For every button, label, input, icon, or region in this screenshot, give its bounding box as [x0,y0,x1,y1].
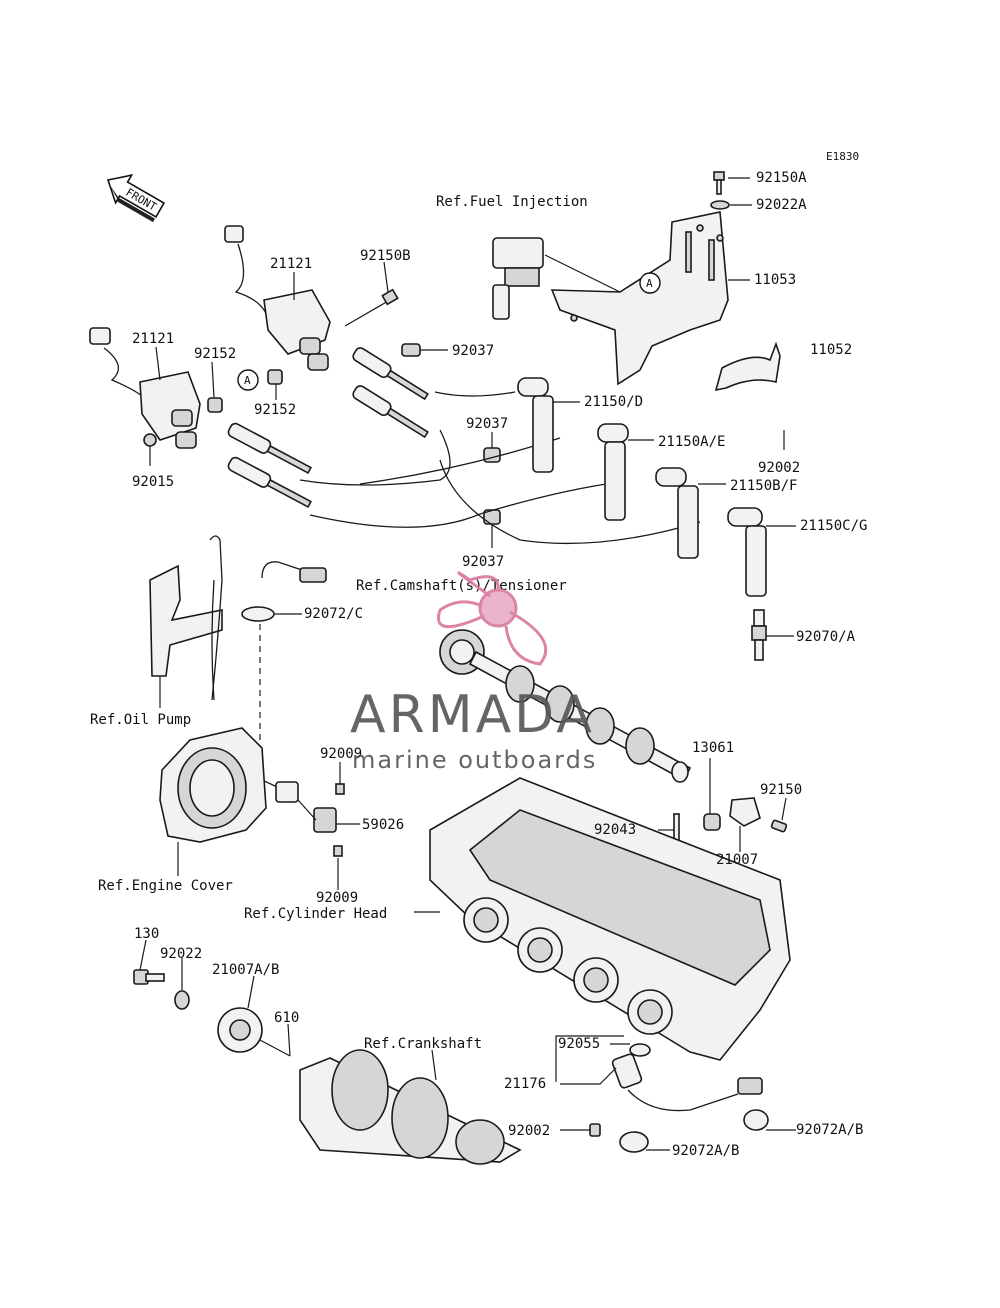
svg-text:A: A [646,277,653,290]
plug-cap-21150BF [655,467,699,559]
front-arrow-icon: FRONT [106,174,166,223]
label-11052: 11052 [810,342,852,358]
label-ref-camshaft-tensioner: Ref.Camshaft(s)/Tensioner [356,578,567,594]
pin-92043 [673,813,680,841]
label-92037-low: 92037 [462,554,504,570]
label-92022A: 92022A [756,197,807,213]
label-92150: 92150 [760,782,802,798]
bolt-92150 [770,819,788,833]
nut-92015 [143,433,157,447]
label-ref-oil-pump: Ref.Oil Pump [90,712,191,728]
reference-marker-a-right: A [639,272,661,294]
crank-sensor-21176 [611,1053,763,1112]
fuel-injection-connector [492,237,621,320]
spacer-92152-right [267,369,283,385]
label-21121-lower: 21121 [132,331,174,347]
label-92072AB-right: 92072A/B [796,1122,863,1138]
fuel-injection-bracket-11053 [550,211,729,386]
diagram-code: E1830 [826,150,859,163]
reference-marker-a-left: A [237,369,259,391]
bracket-clamp-11052 [714,341,781,392]
part-labels: Ref.Fuel Injection 92150A 92022A 11053 1… [90,170,867,1159]
label-11053: 11053 [754,272,796,288]
clamp-92072AB-left [619,1131,649,1153]
label-ref-engine-cover: Ref.Engine Cover [98,878,233,894]
ignition-coil-21121-lower [89,327,201,449]
rotor-13061 [703,813,721,831]
label-92152-right: 92152 [254,402,296,418]
hose-59026-assembly [241,561,345,857]
oil-pump-reference [149,535,223,701]
svg-text:A: A [244,374,251,387]
bolt-130 [133,969,165,985]
clamp-92072AB-right [743,1109,769,1131]
label-92150A: 92150A [756,170,807,186]
label-21150D: 21150/D [584,394,643,410]
ignition-coil-21121-upper [224,225,331,371]
crankshaft-reference [299,1049,522,1165]
label-92009-low: 92009 [316,890,358,906]
plug-cap-21150D [517,377,554,473]
watermark-tagline: marine outboards [352,746,597,774]
label-92037-mid: 92037 [466,416,508,432]
camshaft-reference [439,629,692,783]
label-ref-fuel-injection: Ref.Fuel Injection [436,194,588,210]
bolt-92150B [344,288,399,327]
lead-stubs [227,347,429,508]
label-ref-crankshaft: Ref.Crankshaft [364,1036,482,1052]
washer-92022 [174,990,190,1010]
bolt-92002-low [589,1123,601,1137]
label-92043: 92043 [594,822,636,838]
label-92009-top: 92009 [320,746,362,762]
spacer-92152-left [207,397,223,413]
label-21150BF: 21150B/F [730,478,797,494]
label-92072C: 92072/C [304,606,363,622]
label-92150B: 92150B [360,248,411,264]
key-610 [259,1039,291,1057]
label-59026: 59026 [362,817,404,833]
label-92152-left: 92152 [194,346,236,362]
watermark: ARMADA marine outboards [350,571,597,774]
label-21007AB: 21007A/B [212,962,279,978]
cylinder-head-reference [429,777,791,1061]
plug-cap-21150AE [597,423,629,521]
label-21176: 21176 [504,1076,546,1092]
label-ref-cylinder-head: Ref.Cylinder Head [244,906,387,922]
engine-cover-reference [159,727,267,843]
o-ring-92055 [629,1043,651,1057]
spark-plug-cables [299,391,701,545]
label-130: 130 [134,926,159,942]
label-92072AB-left: 92072A/B [672,1143,739,1159]
label-21150CG: 21150C/G [800,518,867,534]
label-92015: 92015 [132,474,174,490]
leader-lines [139,177,796,1151]
camshaft-sensor-21007 [729,797,761,827]
label-21121-upper: 21121 [270,256,312,272]
label-92022: 92022 [160,946,202,962]
clamp-92037-top [401,343,421,357]
watermark-brand: ARMADA [350,685,595,745]
label-92070A: 92070/A [796,629,856,645]
plug-cap-21150CG [727,507,767,597]
washer-92022A [710,200,730,210]
label-610: 610 [274,1010,299,1026]
label-92002-low: 92002 [508,1123,550,1139]
bolt-92150A [713,171,725,195]
crank-rotor-21007AB [217,1007,263,1053]
label-92037-top: 92037 [452,343,494,359]
spark-plug-92070A [751,609,767,661]
label-21150AE: 21150A/E [658,434,725,450]
clamp-92037-mid [483,447,501,463]
propeller-logo-icon [437,571,548,666]
label-21007: 21007 [716,852,758,868]
label-92002-top: 92002 [758,460,800,476]
label-92055: 92055 [558,1036,600,1052]
label-13061: 13061 [692,740,734,756]
